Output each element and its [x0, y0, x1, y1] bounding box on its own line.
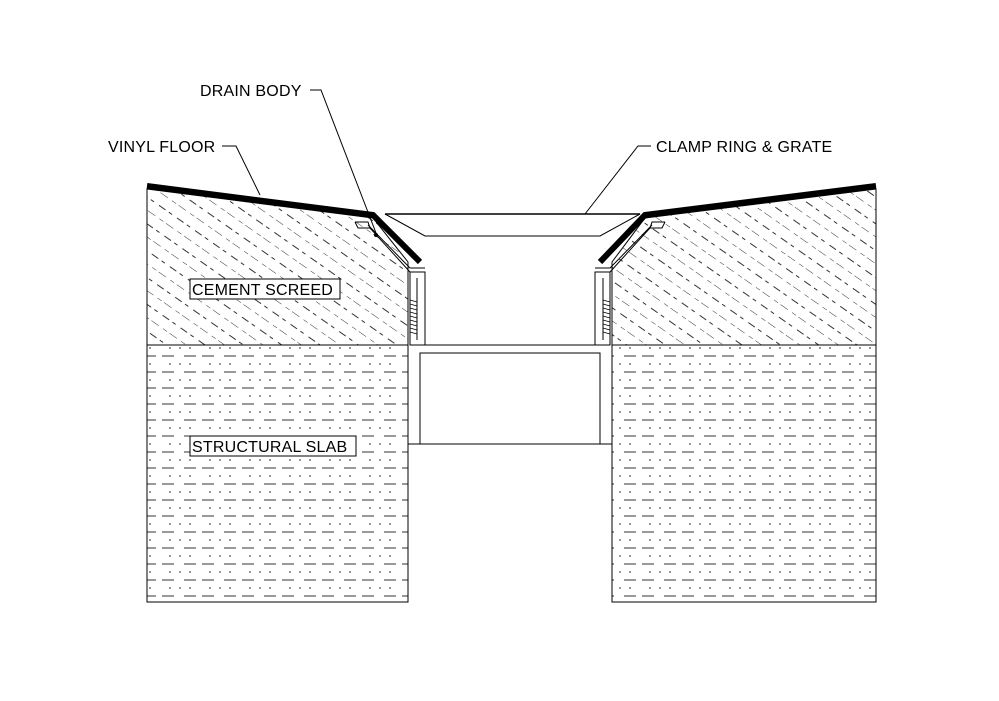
leader-vinyl-floor [222, 145, 261, 196]
leader-clamp-ring [584, 145, 651, 215]
clamp-ring-grate [384, 213, 641, 237]
clamp-ring-grate-label: CLAMP RING & GRATE [656, 139, 832, 156]
leader-drain-body [310, 89, 377, 234]
left-structural-slab [146, 344, 409, 603]
drain-body-label: DRAIN BODY [200, 83, 302, 100]
structural-slab-label-box [189, 435, 357, 457]
right-structural-slab [611, 344, 877, 603]
vinyl-floor-left [146, 183, 423, 265]
vinyl-floor-label: VINYL FLOOR [108, 139, 215, 156]
drain-pipe [407, 345, 613, 445]
cement-screed-label: CEMENT SCREED [192, 282, 333, 299]
cement-screed-label-box [189, 278, 341, 300]
vinyl-floor-right [597, 183, 877, 265]
flange-screw [374, 233, 378, 237]
structural-slab-label: STRUCTURAL SLAB [192, 439, 347, 456]
